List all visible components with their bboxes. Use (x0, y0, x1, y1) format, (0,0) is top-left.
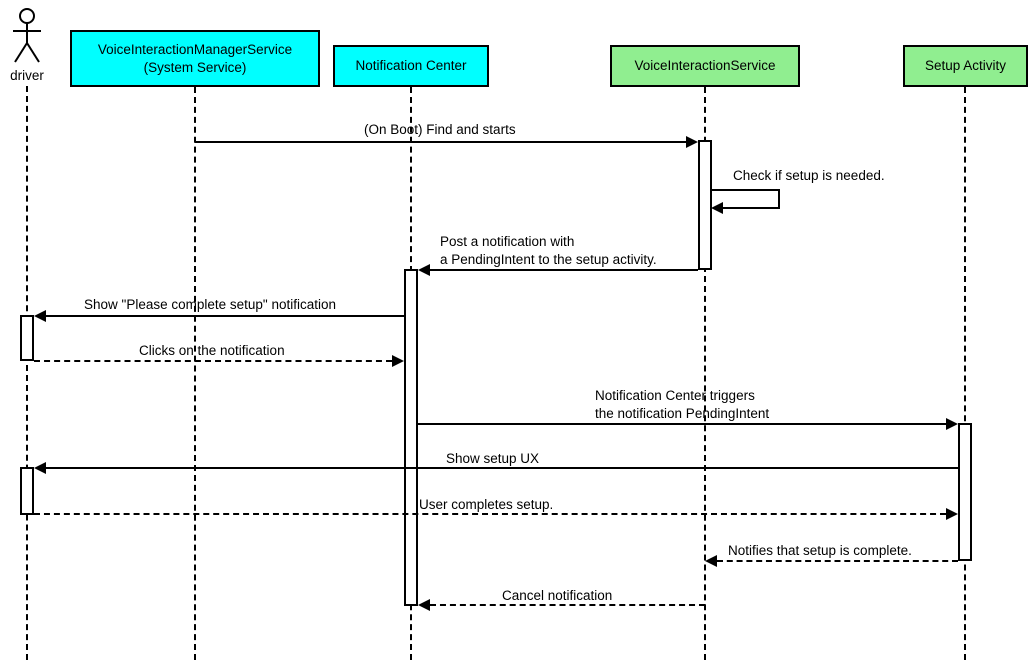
message-label-cancel-notification: Cancel notification (502, 588, 613, 603)
message-label-setup-complete: Notifies that setup is complete. (728, 543, 912, 558)
arrowhead-post-notification (418, 264, 430, 276)
actor-driver-label: driver (10, 68, 44, 83)
actor-stick-figure-icon (13, 8, 41, 63)
activation-voiceinteractionservice (698, 140, 712, 270)
message-line-show-setup-ux (46, 467, 958, 469)
message-line-show-notification (46, 315, 404, 317)
self-message-bottom-check-setup (723, 207, 780, 209)
message-label-trigger-pendingintent: Notification Center triggers the notific… (595, 388, 770, 422)
message-line-on-boot (195, 141, 686, 143)
arrowhead-show-setup-ux (34, 462, 46, 474)
activation-setup-activity (958, 423, 972, 561)
message-label-click-notification: Clicks on the notification (139, 343, 285, 358)
activation-driver-1 (20, 315, 34, 361)
participant-box-voiceinteractionservice: VoiceInteractionService (610, 45, 800, 87)
participant-box-setup-activity: Setup Activity (903, 45, 1028, 87)
message-line-cancel-notification (430, 604, 705, 606)
message-line-post-notification (430, 269, 698, 271)
lifeline-voiceinteractionservice (704, 87, 706, 660)
actor-driver (7, 6, 47, 66)
message-label-user-completes: User completes setup. (419, 497, 554, 512)
lifeline-driver (26, 86, 28, 660)
participant-box-notification-center: Notification Center (333, 45, 489, 87)
message-line-trigger-pendingintent (418, 423, 946, 425)
arrowhead-trigger-pendingintent (946, 418, 958, 430)
message-line-setup-complete (717, 560, 958, 562)
lifeline-setup-activity (964, 87, 966, 660)
message-line-user-completes (34, 513, 946, 515)
self-message-side-check-setup (778, 189, 780, 208)
message-line-click-notification (34, 360, 392, 362)
arrowhead-check-setup (711, 202, 723, 214)
message-label-check-setup: Check if setup is needed. (733, 168, 885, 183)
arrowhead-user-completes (946, 508, 958, 520)
arrowhead-click-notification (392, 355, 404, 367)
message-label-show-notification: Show "Please complete setup" notificatio… (84, 297, 336, 312)
lifeline-voiceinteractionmanagerservice (194, 87, 196, 660)
arrowhead-show-notification (34, 310, 46, 322)
message-label-show-setup-ux: Show setup UX (446, 451, 540, 466)
message-label-on-boot: (On Boot) Find and starts (364, 122, 516, 137)
message-label-post-notification: Post a notification with a PendingIntent… (440, 234, 657, 268)
activation-driver-2 (20, 467, 34, 515)
participant-box-voiceinteractionmanagerservice: VoiceInteractionManagerService (System S… (70, 30, 320, 87)
arrowhead-on-boot (686, 136, 698, 148)
arrowhead-setup-complete (705, 555, 717, 567)
activation-notification-center (404, 269, 418, 606)
arrowhead-cancel-notification (418, 599, 430, 611)
self-message-top-check-setup (711, 189, 780, 191)
